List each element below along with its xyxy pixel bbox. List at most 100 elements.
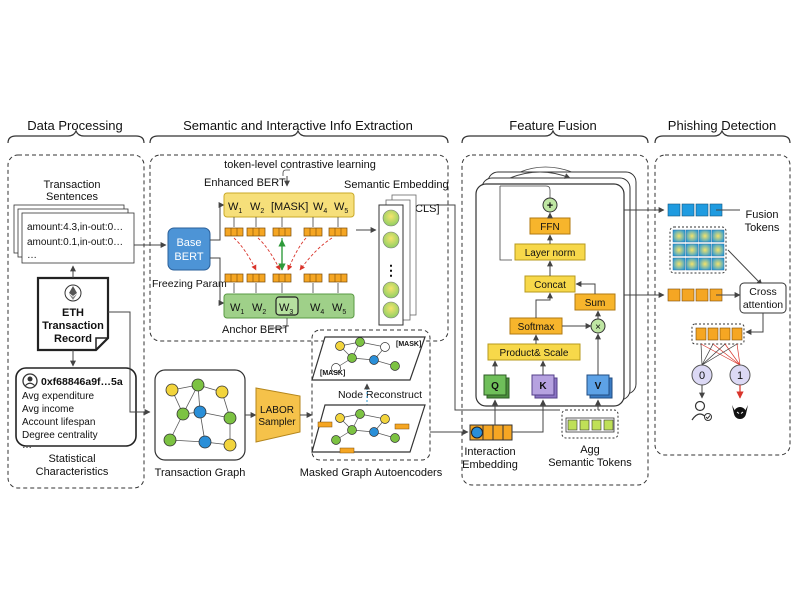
eth-record-line2: Transaction (42, 320, 104, 332)
masked-graph-node (355, 337, 365, 347)
recon-graph-feature-bar (317, 421, 333, 428)
interaction-embedding-line2: Embedding (462, 459, 518, 471)
masked-graph-node (335, 341, 345, 351)
graph-node (223, 411, 237, 425)
semantic-embedding-circles (382, 209, 400, 319)
masked-graph-autoencoder-panel: [MASK] [MASK] Node Reconstruct Masked Gr… (300, 329, 443, 479)
agg-token (579, 419, 590, 431)
base-bert-line1: Base (176, 237, 201, 249)
labor-sampler-block (255, 387, 301, 443)
classifier-edge-to-1 (724, 343, 741, 366)
fusion-grid-cell (672, 243, 686, 257)
blue-token (667, 203, 681, 217)
base-bert-line2: BERT (174, 251, 203, 263)
interaction-embedding-line1: Interaction (464, 446, 515, 458)
class-label-1: 1 (737, 370, 743, 382)
cross-attention-line2: attention (743, 299, 783, 311)
contrastive-arrows (233, 237, 333, 271)
account-address: 0xf68846a9f…5a (41, 376, 123, 388)
stat-line-3: Account lifespan (22, 417, 95, 428)
phishing-detection-frame (654, 154, 791, 456)
feature-fusion-panel: + FFN Layer norm Concat Sum × Softmax Pr… (462, 166, 637, 471)
orange-fusion-tokens (667, 288, 723, 302)
graph-node (176, 407, 190, 421)
eth-record-document (36, 276, 110, 352)
section-headers: Data Processing Semantic and Interactive… (7, 118, 791, 144)
recon-graph-node (355, 409, 365, 419)
enhanced-embedding-2 (246, 227, 266, 237)
plus-glyph: + (547, 200, 553, 212)
orange-token (667, 288, 681, 302)
fusion-grid-cell (672, 229, 686, 243)
graph-node (223, 438, 237, 452)
recon-graph-feature-bar (339, 447, 355, 454)
anc-token-w3-highlight (275, 296, 299, 316)
freezing-param-label: Freezing Param (152, 278, 227, 290)
enhanced-embedding-5 (328, 227, 348, 237)
transaction-graph-panel: Transaction Graph LABOR Sampler (154, 369, 313, 479)
product-scale-block (487, 343, 581, 361)
anchor-embedding-3 (272, 273, 292, 283)
feature-fusion-frame (461, 154, 649, 486)
statistics-box (15, 367, 137, 447)
multiply-glyph: × (595, 322, 601, 333)
phishing-detection-panel: Fusion Tokens Cross attention 0 1 (667, 203, 787, 421)
orange-token (695, 288, 709, 302)
fusion-grid-cell (685, 229, 699, 243)
contrastive-negative-arrow (233, 237, 257, 271)
recon-graph-node (347, 425, 357, 435)
stats-title-line1: Statistical (48, 453, 95, 465)
output-token (707, 327, 719, 341)
contrastive-negative-arrow (287, 237, 307, 271)
recon-graph-node (335, 413, 345, 423)
semantic-embedding-circle (382, 209, 400, 227)
fusion-grid-cell (711, 229, 725, 243)
fusion-tokens-line1: Fusion (745, 209, 778, 221)
agg-token (603, 419, 614, 431)
sentence-sheet-front (21, 212, 135, 264)
fusion-grid-cell (711, 243, 725, 257)
enhanced-embedding-1 (224, 227, 244, 237)
anchor-token-embeddings (224, 273, 348, 293)
enh-token-mask: [MASK] (271, 201, 308, 213)
masked-graph-node (369, 355, 379, 365)
semantic-embedding-circle (382, 301, 400, 319)
agg-semantic-tokens (567, 419, 614, 431)
masked-graph-nodes (331, 337, 400, 373)
anchor-embedding-5 (328, 273, 348, 283)
mgae-frame (311, 329, 431, 461)
masked-graph-node (390, 361, 400, 371)
fusion-grid-cell (685, 243, 699, 257)
enhanced-bert-label: Enhanced BERT (204, 177, 286, 189)
section-title-phishing-detection: Phishing Detection (668, 118, 776, 133)
labor-line2: Sampler (258, 417, 296, 428)
labor-line1: LABOR (260, 405, 294, 416)
enhanced-embedding-4 (303, 227, 323, 237)
masked-graph-node (347, 353, 357, 363)
benign-user-icon (691, 400, 712, 421)
section-title-data-processing: Data Processing (27, 118, 122, 133)
k-label: K (539, 381, 547, 392)
classifier-edge-to-1 (712, 343, 741, 366)
stat-line-1: Avg expenditure (22, 391, 95, 402)
concat-label: Concat (534, 280, 566, 291)
fusion-grid-cell (698, 243, 712, 257)
output-token (719, 327, 731, 341)
phishing-devil-icon (732, 405, 748, 419)
classifier-edge-to-1 (736, 343, 741, 366)
contrastive-label: token-level contrastive learning (224, 159, 376, 171)
masked-graph-node (331, 363, 341, 373)
base-bert-block (167, 227, 211, 271)
anchor-embedding-4 (303, 273, 323, 283)
ffn-label: FFN (540, 222, 559, 233)
node-reconstruct-label: Node Reconstruct (338, 389, 422, 401)
anchor-embedding-1 (224, 273, 244, 283)
stat-line-4: Degree centrality (22, 430, 98, 441)
blue-token (681, 203, 695, 217)
sentence-line-2: amount:0.1,in-out:0… (27, 237, 123, 248)
account-icon (22, 373, 38, 389)
agg-line2: Semantic Tokens (548, 457, 632, 469)
recon-graph-node (331, 435, 341, 445)
classifier-edge-to-0 (701, 343, 726, 366)
graph-node (165, 383, 179, 397)
